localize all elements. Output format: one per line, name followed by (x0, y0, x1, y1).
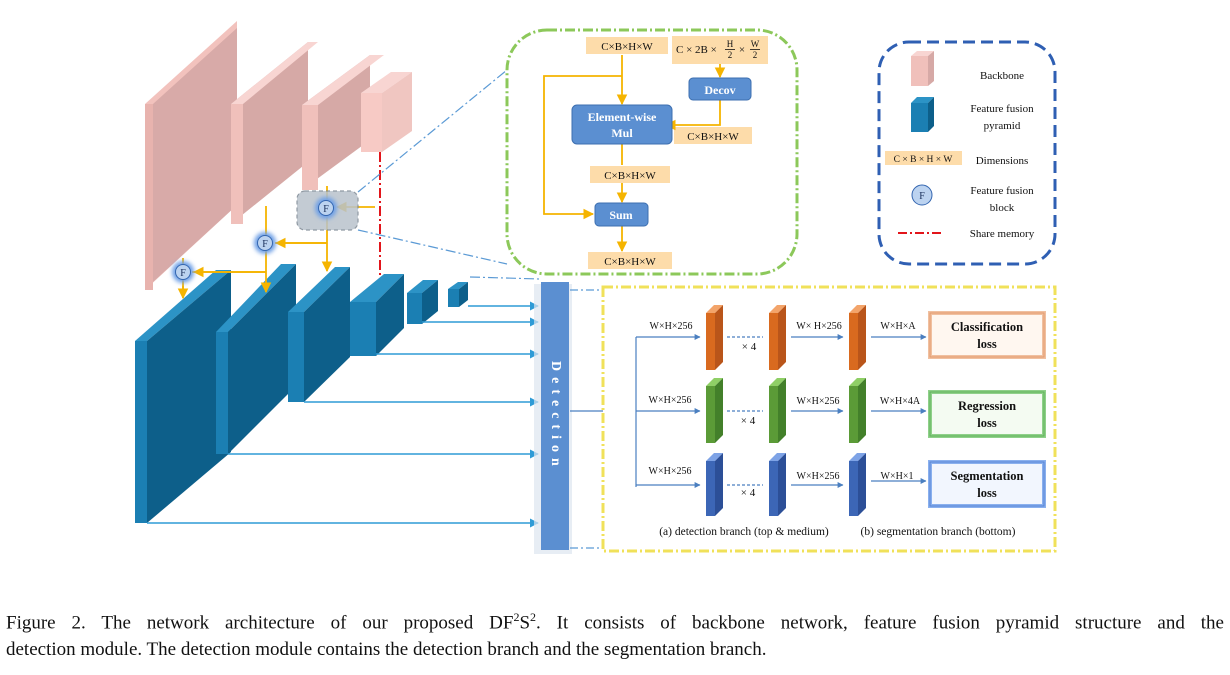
legend-pyramid-icon (911, 97, 934, 132)
legend-fusion-symbol: F (919, 191, 925, 202)
legend-fusion-icon: F (911, 184, 933, 206)
row1-repeat: × 4 (742, 341, 757, 353)
legend-backbone-label: Backbone (980, 70, 1024, 82)
caption-sup-2: 2 (530, 610, 537, 624)
reg-blocks (706, 378, 866, 443)
pyramid-layer-2 (216, 264, 296, 454)
decov-label: Decov (704, 83, 735, 97)
detection-label: Detection (548, 360, 563, 472)
pyramid-layer-6 (448, 282, 468, 307)
decov-box (688, 77, 752, 101)
sum-output-dim: C×B×H×W (604, 256, 656, 268)
caption-prefix: Figure 2. The network architecture of ou… (6, 612, 514, 634)
caption-rest: . It consists of backbone network, featu… (536, 612, 1224, 634)
segmentation-loss-line2: loss (977, 486, 997, 500)
segmentation-loss-box: Segmentation loss (928, 460, 1046, 508)
legend-fusion-label-1: Feature fusion (970, 185, 1034, 197)
zoom-input-top: C×B×H×W (601, 41, 653, 53)
regression-loss-box: Regression loss (928, 390, 1046, 438)
classification-loss-line1: Classification (951, 320, 1023, 334)
pyramid-layer-3 (288, 267, 350, 402)
zoom-frac-w-num: W (751, 39, 760, 49)
zoom-frac-w-den: 2 (753, 50, 758, 60)
mul-label-line1: Element-wise (588, 110, 657, 124)
legend-pyramid-label-2: pyramid (984, 120, 1021, 132)
classification-loss-box: Classification loss (928, 311, 1046, 359)
backbone-stack (145, 21, 412, 290)
pyramid-layer-1 (135, 270, 231, 523)
row3-out-dim: W×H×1 (881, 471, 914, 482)
figure-caption: Figure 2. The network architecture of ou… (6, 604, 1224, 663)
zoom-times: × (739, 44, 745, 56)
architecture-diagram: F F F C×B×H×W C × 2B × H 2 × W 2 (135, 21, 1057, 554)
row2-mid-dim: W×H×256 (797, 396, 840, 407)
legend-fusion-label-2: block (990, 202, 1015, 214)
backbone-layer-2 (231, 42, 318, 224)
fusion-block-3: F (315, 197, 337, 219)
fusion-symbol-2: F (262, 239, 268, 250)
regression-loss-line1: Regression (958, 399, 1016, 413)
pyramid-layer-4 (350, 274, 404, 356)
fusion-left-arrows (192, 237, 327, 278)
mul-output-dim: C×B×H×W (604, 170, 656, 182)
row2-repeat: × 4 (741, 415, 756, 427)
mul-label-line2: Mul (611, 126, 633, 140)
regression-loss-line2: loss (977, 416, 997, 430)
zoom-input-right-prefix: C × 2B × (676, 44, 717, 56)
segmentation-loss-line1: Segmentation (951, 469, 1024, 483)
seg-blocks (706, 453, 866, 516)
fusion-symbol-3: F (323, 204, 329, 215)
branch-caption-b: (b) segmentation branch (bottom) (861, 526, 1016, 538)
caption-line-1: Figure 2. The network architecture of ou… (6, 604, 1224, 636)
legend-panel: Backbone Feature fusion pyramid C × B × … (877, 40, 1057, 266)
fusion-symbol-1: F (180, 268, 186, 279)
row1-mid-dim: W× H×256 (796, 321, 841, 332)
detection-bar (534, 282, 572, 554)
sum-label: Sum (609, 208, 632, 222)
pyramid-to-detection-links (147, 301, 539, 528)
classification-loss-line2: loss (977, 337, 997, 351)
backbone-layer-1 (145, 21, 237, 290)
caption-mid: S (519, 612, 531, 634)
row3-mid-dim: W×H×256 (797, 471, 840, 482)
sum-box (594, 202, 649, 227)
fusion-block-2: F (254, 232, 276, 254)
backbone-layer-4 (361, 72, 412, 152)
row2-in-dim: W×H×256 (649, 395, 692, 406)
row1-in-dim: W×H×256 (650, 321, 693, 332)
legend-dim-chip (885, 151, 962, 165)
legend-dim-chip-text: C × B × H × W (894, 155, 953, 165)
zoom-projection-lines (357, 69, 541, 280)
caption-line-2: detection module. The detection module c… (6, 639, 767, 661)
fusion-block-1: F (172, 261, 194, 283)
legend-dimensions-label: Dimensions (976, 155, 1029, 167)
row1-out-dim: W×H×A (880, 321, 916, 332)
fusion-zoom-panel: C×B×H×W C × 2B × H 2 × W 2 Decov Element… (505, 28, 799, 276)
zoom-frac-h-den: 2 (728, 50, 733, 60)
zoom-frac-h-num: H (727, 39, 734, 49)
backbone-layer-3 (302, 55, 384, 190)
row3-in-dim: W×H×256 (649, 466, 692, 477)
pyramid-stack (135, 264, 468, 523)
decov-output-dim: C×B×H×W (687, 131, 739, 143)
elementwise-mul-box (571, 104, 673, 145)
legend-share-memory-label: Share memory (970, 228, 1035, 240)
legend-pyramid-label-1: Feature fusion (970, 103, 1034, 115)
caption-sup-1: 2 (513, 610, 520, 624)
row2-out-dim: W×H×4A (880, 396, 921, 407)
cls-blocks (706, 305, 866, 370)
branch-panel: W×H×256 × 4 W× H×256 W×H×A W×H×256 × 4 W… (601, 285, 1057, 553)
legend-backbone-icon (911, 51, 934, 86)
branch-caption-a: (a) detection branch (top & medium) (659, 526, 829, 538)
row3-repeat: × 4 (741, 487, 756, 499)
pyramid-layer-5 (407, 280, 438, 324)
